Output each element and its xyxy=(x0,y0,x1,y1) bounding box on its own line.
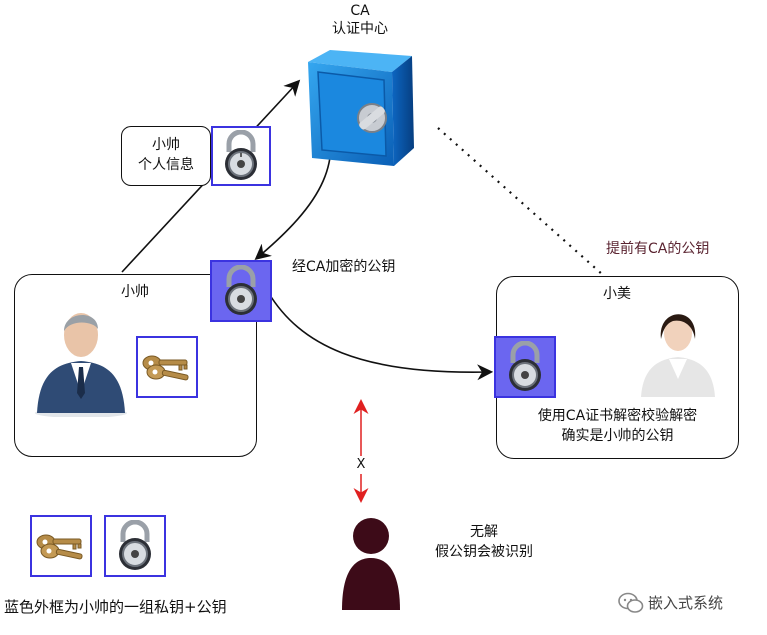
ca-subtitle: 认证中心 xyxy=(332,21,388,37)
legend-text: 蓝色外框为小帅的一组私钥+公钥 xyxy=(4,598,227,616)
attacker-silhouette-icon xyxy=(342,518,400,610)
info-line2: 个人信息 xyxy=(138,157,194,173)
encrypted-key-frame xyxy=(210,260,272,322)
xiaomei-label: 小美 xyxy=(603,286,631,302)
private-key-frame xyxy=(136,336,198,398)
xiaoshuai-label: 小帅 xyxy=(121,284,149,300)
padlock-icon xyxy=(509,341,541,391)
blocked-marker: X xyxy=(354,456,368,474)
ca-title: CA xyxy=(350,3,370,19)
attacker-line1: 无解 xyxy=(470,524,498,540)
legend-key-frame xyxy=(30,515,92,577)
padlock-icon xyxy=(225,265,257,315)
attacker-line2: 假公钥会被识别 xyxy=(435,544,533,560)
xiaomei-caption-line2: 确实是小帅的公钥 xyxy=(561,428,674,444)
safe-icon xyxy=(308,50,414,166)
padlock-icon xyxy=(119,520,151,570)
watermark-text: 嵌入式系统 xyxy=(648,594,724,612)
info-line1: 小帅 xyxy=(152,137,180,153)
key-icon xyxy=(142,355,189,381)
businesswoman-avatar-icon xyxy=(641,314,715,397)
wechat-icon xyxy=(618,592,644,613)
businessman-avatar-icon xyxy=(35,313,127,417)
info-lock-frame xyxy=(211,126,271,186)
ca-node: CA 认证中心 xyxy=(300,0,420,175)
xiaomei-caption-line1: 使用CA证书解密校验解密 xyxy=(537,408,698,424)
arrow-key-to-xiaomei xyxy=(267,291,494,381)
received-key-frame xyxy=(494,336,556,398)
key-icon xyxy=(36,534,83,560)
legend-lock-frame xyxy=(104,515,166,577)
pre-have-ca-key-label: 提前有CA的公钥 xyxy=(606,241,710,257)
xiaoshuai-info-card: 小帅 个人信息 xyxy=(121,126,211,186)
padlock-icon xyxy=(225,130,257,180)
dotted-ca-to-xiaomei xyxy=(437,127,613,284)
encrypted-key-label: 经CA加密的公钥 xyxy=(292,259,396,275)
